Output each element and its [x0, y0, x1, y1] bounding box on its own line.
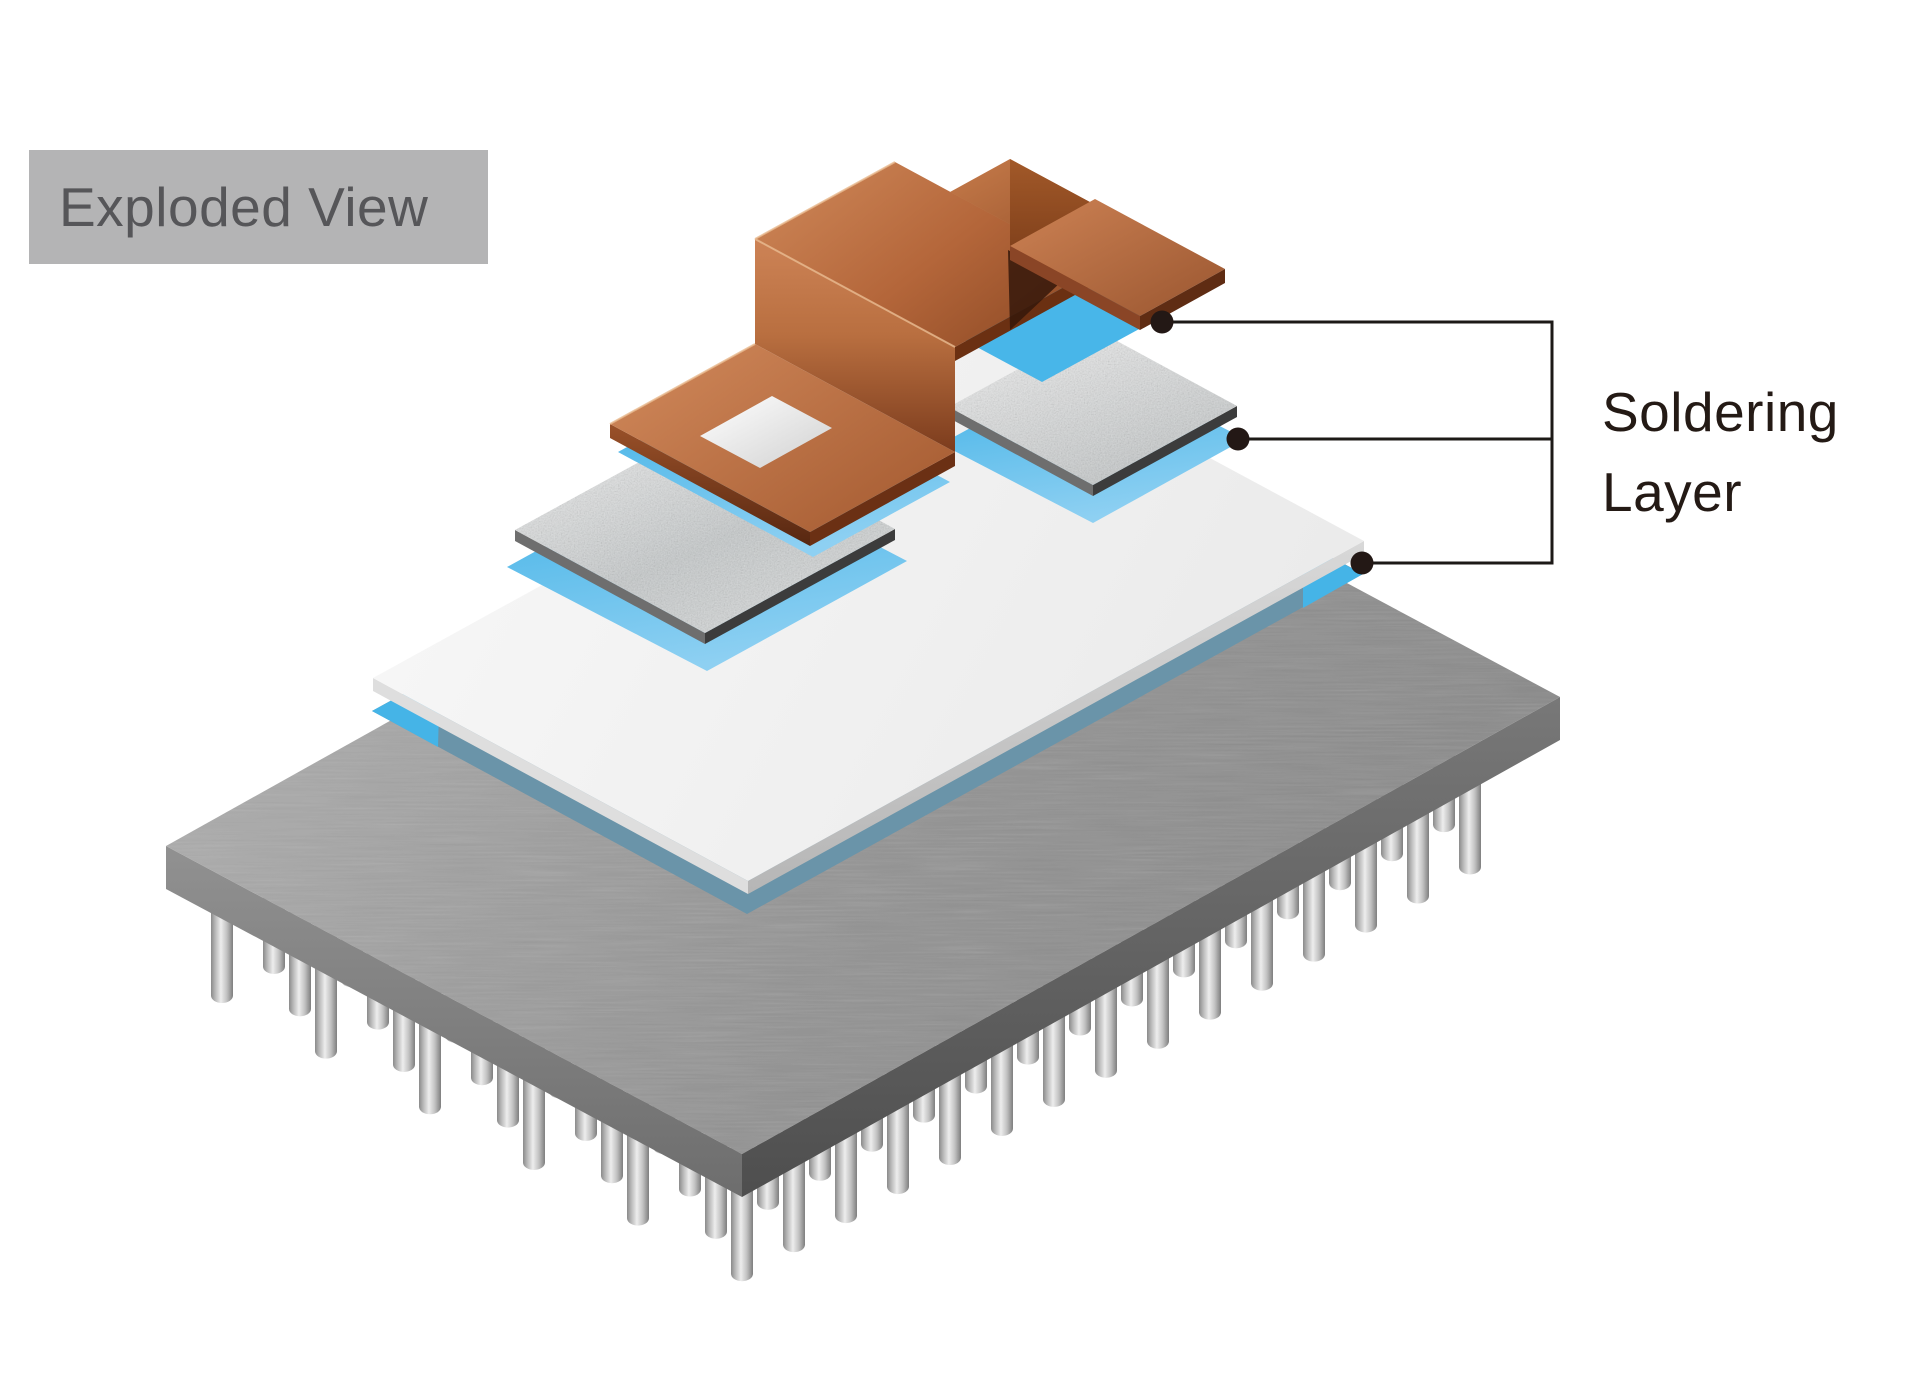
- die-left-right-face: [705, 529, 895, 644]
- callout-lines: [1150, 310, 1554, 575]
- soldering-layer-label-line1: Soldering: [1602, 381, 1839, 443]
- pin-fin: [731, 1168, 753, 1282]
- callout-dot: [1150, 310, 1174, 334]
- copper-plate-hole: [700, 396, 832, 468]
- die-right-left-face: [949, 407, 1093, 496]
- die-right-top-face: [949, 328, 1237, 485]
- ceramic-right-face: [748, 541, 1364, 894]
- baseplate-left-face: [166, 846, 742, 1197]
- title-badge-label: Exploded View: [59, 176, 429, 238]
- die-right-right-face: [1093, 406, 1237, 496]
- ceramic-left-face: [373, 678, 748, 894]
- copper-foot-top: [1010, 199, 1225, 316]
- copper-clip: [609, 159, 1225, 546]
- callout-dot: [1226, 427, 1250, 451]
- title-badge: Exploded View: [29, 150, 488, 264]
- copper-fold-highlights: [609, 161, 956, 425]
- soldering-layer-label-line2: Layer: [1602, 461, 1743, 523]
- copper-riser-face: [755, 239, 955, 452]
- copper-foot-left-edge: [1010, 246, 1140, 330]
- die-right: [949, 328, 1237, 496]
- baseplate-right-face: [742, 697, 1560, 1197]
- die-left-left-face: [515, 530, 705, 644]
- copper-underside-shadow: [1008, 250, 1062, 330]
- copper-plate-right-edge: [810, 452, 955, 546]
- callout-dot: [1350, 551, 1374, 575]
- soldering-layer-label: Soldering Layer: [1602, 372, 1839, 532]
- copper-plate-left-edge: [610, 424, 810, 546]
